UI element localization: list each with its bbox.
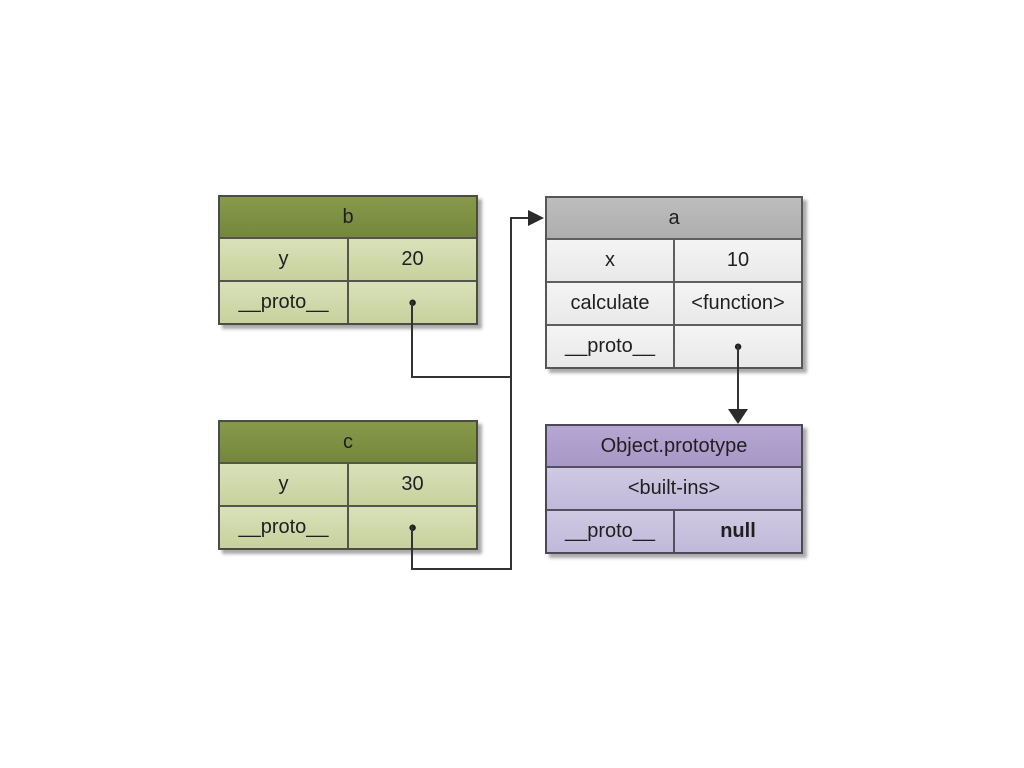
table-c-proto-pointer-dot: ● — [349, 507, 476, 548]
table-row: x 10 — [547, 238, 801, 281]
object-table-b: b y 20 __proto__ ● — [218, 195, 478, 325]
table-row: <built-ins> — [547, 466, 801, 509]
table-row: calculate <function> — [547, 281, 801, 324]
arrowhead-into-a-icon — [528, 210, 544, 226]
table-row: __proto__ null — [547, 509, 801, 552]
table-c-value-y: 30 — [349, 464, 476, 505]
table-row: y 30 — [220, 462, 476, 505]
table-b-value-y: 20 — [349, 239, 476, 280]
object-table-object-prototype: Object.prototype <built-ins> __proto__ n… — [545, 424, 803, 554]
table-b-proto-pointer-dot: ● — [349, 282, 476, 323]
table-b-key-proto: __proto__ — [220, 282, 349, 323]
table-c-key-proto: __proto__ — [220, 507, 349, 548]
table-a-key-x: x — [547, 240, 675, 281]
table-row: y 20 — [220, 237, 476, 280]
table-object-prototype-builtins: <built-ins> — [547, 468, 801, 509]
table-c-key-y: y — [220, 464, 349, 505]
table-a-value-calculate: <function> — [675, 283, 801, 324]
table-a-proto-pointer-dot: ● — [675, 326, 801, 367]
table-object-prototype-key-proto: __proto__ — [547, 511, 675, 552]
table-a-title: a — [547, 198, 801, 238]
table-row: __proto__ ● — [220, 280, 476, 323]
table-row: __proto__ ● — [547, 324, 801, 367]
table-object-prototype-value-null: null — [675, 511, 801, 552]
table-a-key-calculate: calculate — [547, 283, 675, 324]
table-a-value-x: 10 — [675, 240, 801, 281]
object-table-c: c y 30 __proto__ ● — [218, 420, 478, 550]
object-table-a: a x 10 calculate <function> __proto__ ● — [545, 196, 803, 369]
table-b-title: b — [220, 197, 476, 237]
table-a-key-proto: __proto__ — [547, 326, 675, 367]
table-c-title: c — [220, 422, 476, 462]
table-row: __proto__ ● — [220, 505, 476, 548]
arrowhead-into-object-prototype-icon — [728, 409, 748, 424]
table-object-prototype-title: Object.prototype — [547, 426, 801, 466]
table-b-key-y: y — [220, 239, 349, 280]
